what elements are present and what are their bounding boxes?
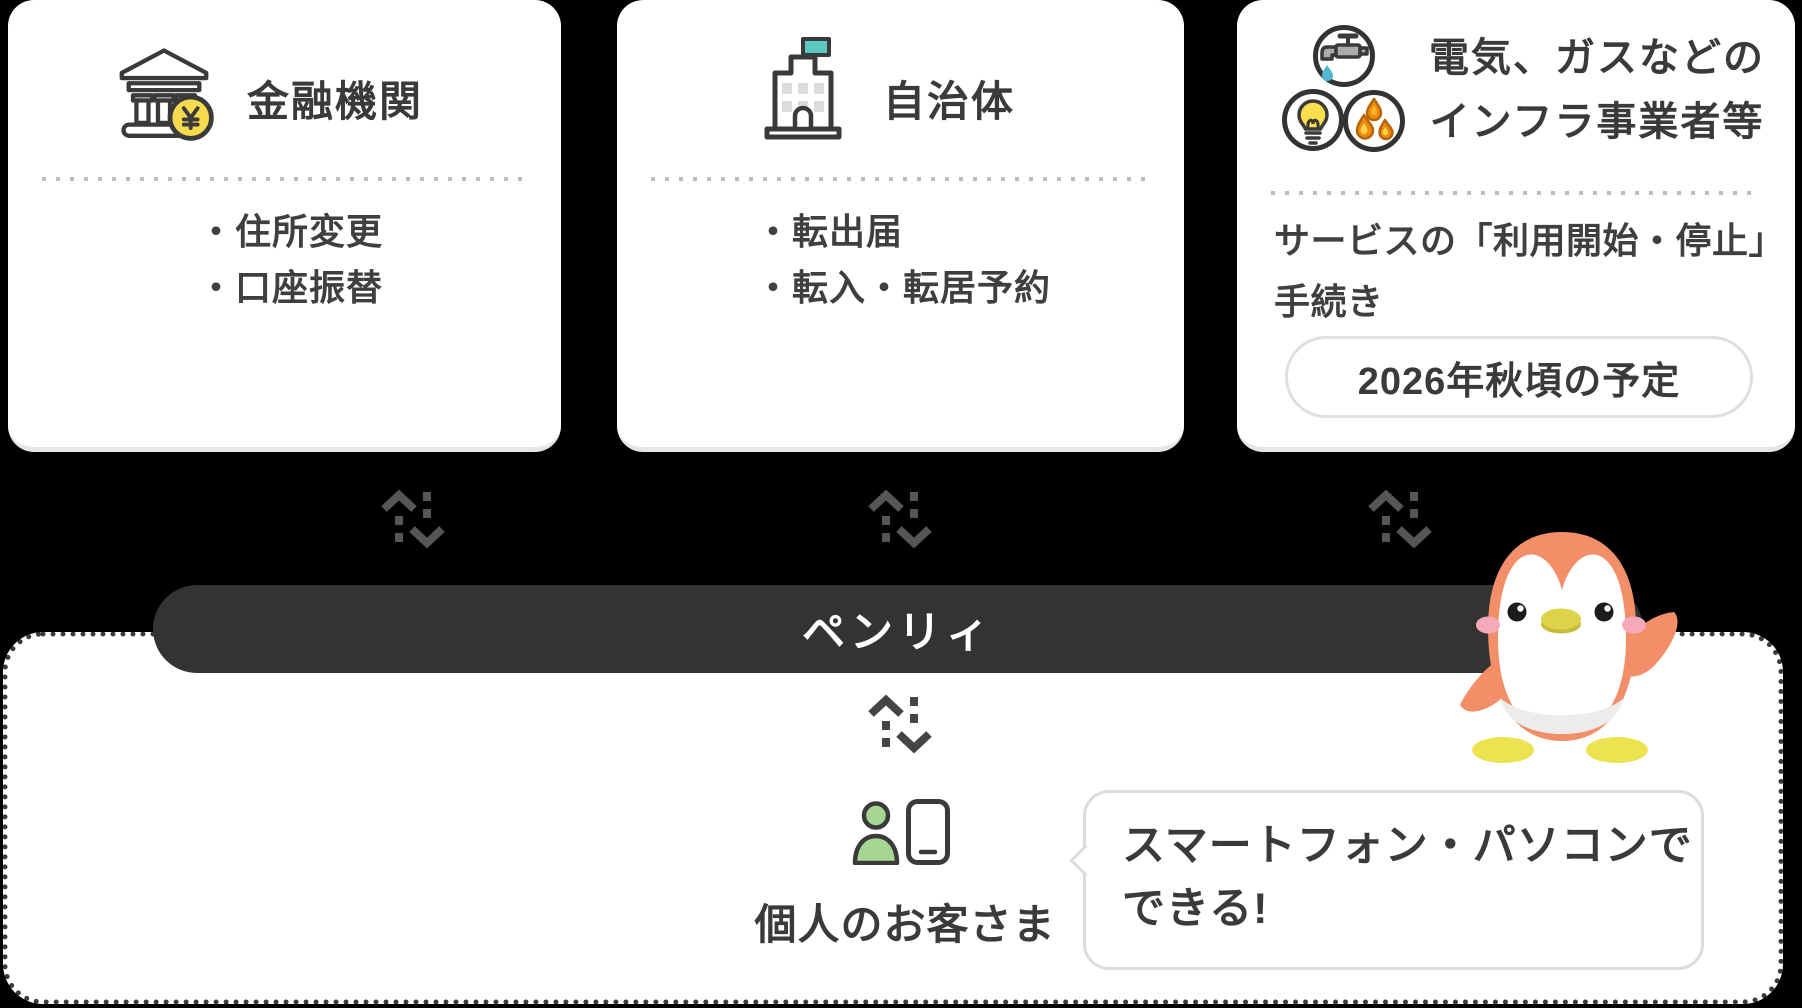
updown-arrow-icon xyxy=(1368,490,1432,548)
speech-bubble: スマートフォン・パソコンで できる! xyxy=(1069,790,1704,970)
bullet-item: ・転出届 xyxy=(755,211,904,252)
bullet-item: ・口座振替 xyxy=(198,267,384,308)
card-title: 金融機関 xyxy=(247,78,424,125)
customer-label: 個人のお客さま xyxy=(754,901,1056,948)
bullet-item: ・転入・転居予約 xyxy=(755,267,1052,308)
card-title: 電気、ガスなどの インフラ事業者等 xyxy=(1429,36,1765,144)
dotted-divider xyxy=(651,177,1150,181)
person-icon xyxy=(852,801,900,865)
penguin-mascot xyxy=(1460,532,1678,763)
water-faucet-icon xyxy=(1313,25,1375,87)
schedule-badge: 2026年秋頃の予定 xyxy=(1285,336,1753,418)
service-note: サービスの「利用開始・停止」 手続き xyxy=(1274,220,1786,322)
card-financial-institutions: 金融機関 ・住所変更 ・口座振替 xyxy=(8,0,561,452)
bullet-item: ・住所変更 xyxy=(198,211,384,252)
updown-arrow-icon xyxy=(381,490,445,548)
bullet-list: ・住所変更 ・口座振替 xyxy=(198,204,383,316)
service-hub-bar: ペンリィ xyxy=(153,585,1643,673)
dotted-divider xyxy=(1271,191,1761,195)
bullet-list: ・転出届 ・転入・転居予約 xyxy=(755,204,1051,316)
bank-yen-icon xyxy=(119,48,214,141)
dotted-divider xyxy=(42,177,527,181)
updown-arrow-icon xyxy=(868,695,932,753)
card-infrastructure-providers: 電気、ガスなどの インフラ事業者等 サービスの「利用開始・停止」 手続き 202… xyxy=(1237,0,1795,452)
updown-arrow-icon xyxy=(868,490,932,548)
utility-icon-cluster xyxy=(1281,24,1407,156)
smartphone-icon xyxy=(906,799,950,865)
speech-line: できる! xyxy=(1122,885,1269,933)
speech-line: スマートフォン・パソコンで xyxy=(1122,822,1693,870)
hub-label: ペンリィ xyxy=(802,609,994,657)
municipal-building-icon xyxy=(764,37,842,140)
lightbulb-icon xyxy=(1282,89,1344,151)
card-title: 自治体 xyxy=(883,78,1016,125)
card-municipality: 自治体 ・転出届 ・転入・転居予約 xyxy=(617,0,1184,452)
gas-flame-icon xyxy=(1343,90,1405,152)
